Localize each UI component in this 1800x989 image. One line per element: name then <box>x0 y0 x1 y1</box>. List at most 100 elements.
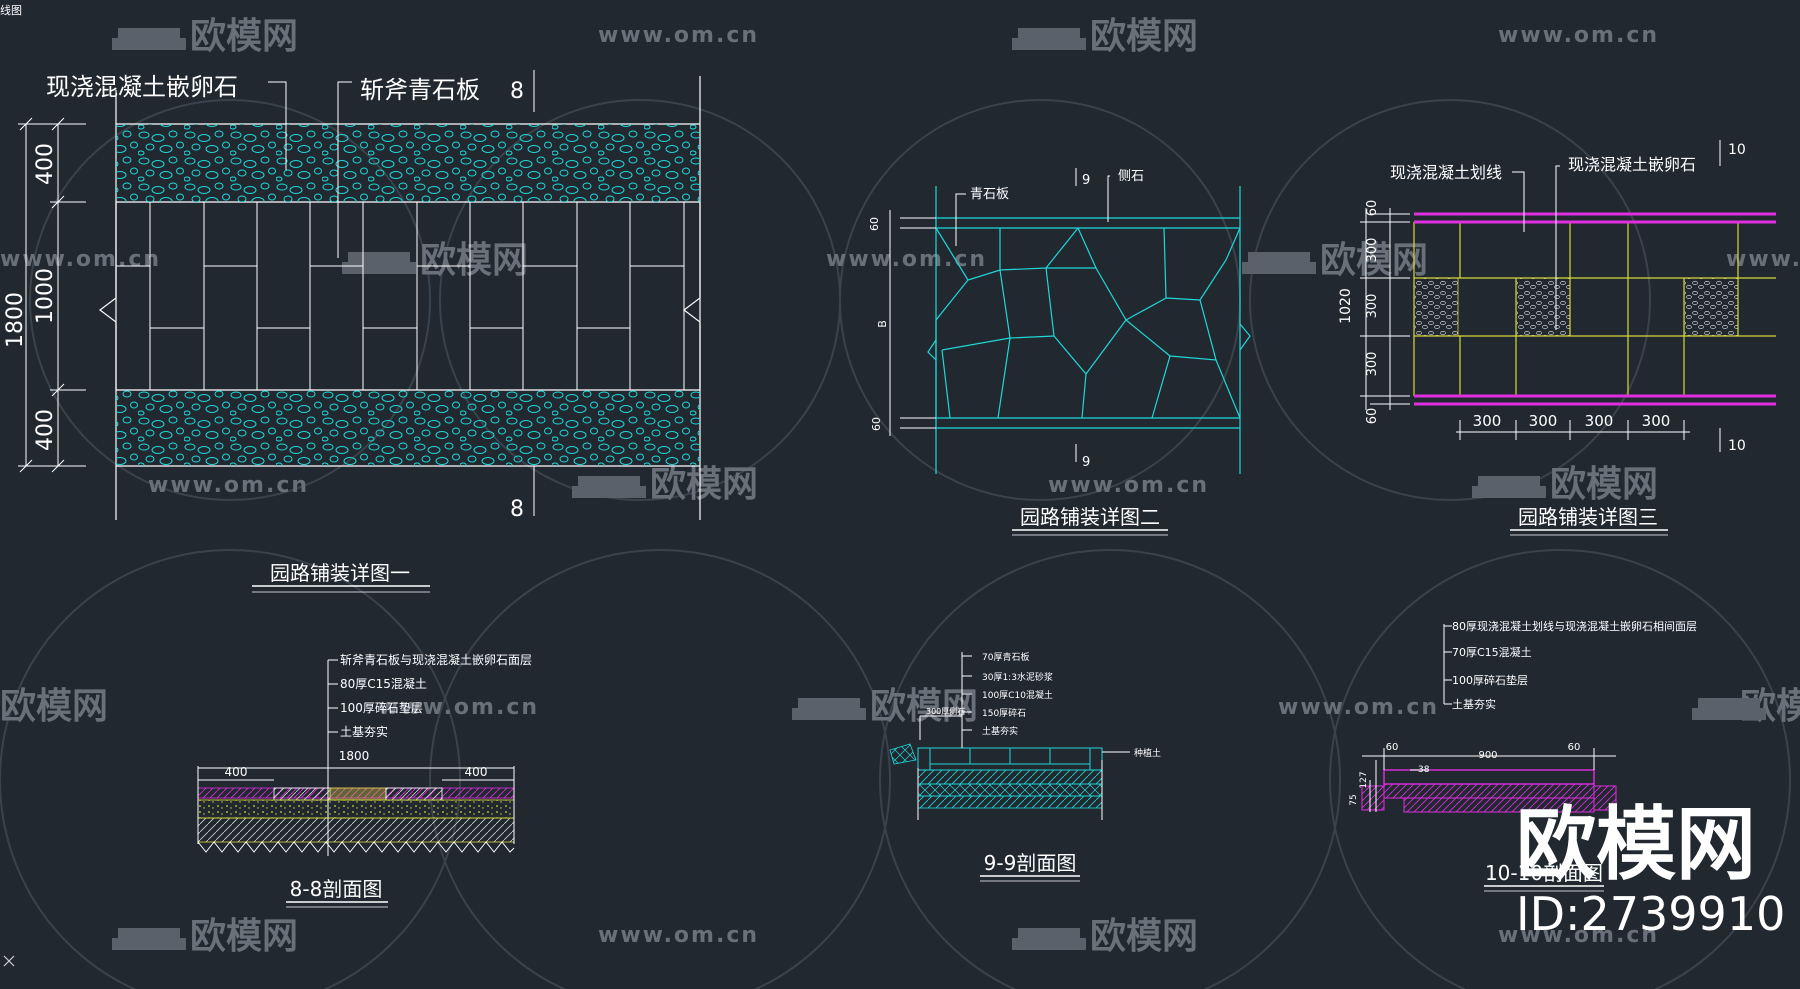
section-9-title: 9-9剖面图 <box>984 851 1077 875</box>
drawing-3-plan[interactable]: 现浇混凝土划线 现浇混凝土嵌卵石 10 10 1020 60 300 300 3… <box>1338 140 1776 536</box>
layer-label: 150厚碎石 <box>982 707 1026 719</box>
layer-label: 100厚C10混凝土 <box>982 689 1053 701</box>
watermark-url: www.om.cn <box>826 247 987 272</box>
dim-400-top: 400 <box>33 143 58 185</box>
layer-label: 70厚C15混凝土 <box>1452 645 1532 659</box>
concrete-grid <box>1413 222 1776 396</box>
flagstone-pattern <box>927 186 1251 474</box>
magenta-borders <box>1414 212 1776 406</box>
section-8-8[interactable]: 斩斧青石板与现浇混凝土嵌卵石面层 80厚C15混凝土 100厚碎石垫层 土基夯实… <box>197 652 532 908</box>
layer-label: 土基夯实 <box>1452 697 1496 711</box>
section-mark-8-bottom: 8 <box>510 497 524 522</box>
layer-label: 70厚青石板 <box>982 651 1029 663</box>
layer-label: 100厚碎石垫层 <box>340 700 423 715</box>
watermark-url: www.om.cn <box>1278 695 1439 720</box>
section-mark-10-top: 10 <box>1728 142 1746 158</box>
watermark-brand: 欧模网 <box>190 16 298 57</box>
dim-row-2: 300 <box>1365 238 1380 263</box>
watermark-brand: 欧模网 <box>1090 16 1198 57</box>
soil-label: 种植土 <box>1134 747 1161 759</box>
dim-1020: 1020 <box>1338 288 1354 324</box>
sofa-icon <box>1242 252 1316 274</box>
watermark-url: www.om.cn <box>1498 923 1659 948</box>
stone-slabs <box>116 202 685 390</box>
drawing-3-title: 园路铺装详图三 <box>1518 505 1658 529</box>
dim-row-4: 300 <box>1365 352 1380 377</box>
watermark-brand: 欧模网 <box>190 916 298 957</box>
layer-label: 斩斧青石板与现浇混凝土嵌卵石面层 <box>340 652 532 667</box>
dim-b: B <box>876 320 889 328</box>
watermark-brand: 欧模网 <box>420 240 528 281</box>
dimension-lines <box>18 117 86 473</box>
dim-col-3: 300 <box>1585 412 1614 430</box>
dim-400-left: 400 <box>225 765 248 779</box>
dim-127: 127 <box>1359 771 1369 788</box>
sofa-icon <box>112 28 186 50</box>
section-9-9[interactable]: 70厚青石板 30厚1:3水泥砂浆 100厚C10混凝土 150厚碎石 土基夯实… <box>889 651 1161 882</box>
sofa-icon <box>112 928 186 950</box>
watermark-url: www.om.cn <box>1498 23 1659 48</box>
label-curb: 侧石 <box>1118 169 1144 184</box>
curb-label: 300厚侧石 <box>926 706 965 716</box>
sofa-icon <box>1692 698 1766 720</box>
dim-60-top: 60 <box>868 217 881 231</box>
watermark-url: www.om.cn <box>598 23 759 48</box>
layer-label: 100厚碎石垫层 <box>1452 673 1528 687</box>
drawing-1-plan[interactable]: 现浇混凝土嵌卵石 斩斧青石板 8 8 1800 1000 400 400 园路铺… <box>3 70 701 593</box>
dim-900: 900 <box>1478 750 1497 761</box>
watermark-texts: 欧模网 欧模网 欧模网 欧模网 欧模网 欧模网 欧模网 欧模网 欧模网 欧模网 … <box>0 16 1800 957</box>
pebble-band-top <box>116 124 700 202</box>
dim-38: 38 <box>1418 765 1430 775</box>
sofa-icon <box>342 252 416 274</box>
section-mark-9-bottom: 9 <box>1082 455 1090 470</box>
id-text: ID:2739910 <box>1516 887 1785 941</box>
section-mark-8-top: 8 <box>510 79 524 104</box>
section-10-10[interactable]: 80厚现浇混凝土划线与现浇混凝土嵌卵石相间面层 70厚C15混凝土 100厚碎石… <box>1349 619 1697 892</box>
dim-col-4: 300 <box>1642 412 1671 430</box>
dim-400-right: 400 <box>465 765 488 779</box>
section-10-title: 10-10剖面图 <box>1485 861 1603 885</box>
dim-row-3: 300 <box>1365 294 1380 319</box>
watermark-url: www.om.cn <box>0 247 161 272</box>
watermark-url: www.om.cn <box>1726 247 1800 272</box>
big-watermark: 欧模网 ID:2739910 <box>1516 798 1785 941</box>
pebble-band-bottom <box>116 390 700 466</box>
dim-60-right: 60 <box>1568 742 1581 753</box>
layer-label: 30厚1:3水泥砂浆 <box>982 671 1053 683</box>
sofa-icon <box>1012 28 1086 50</box>
dim-1800: 1800 <box>339 749 370 763</box>
sofa-icon <box>792 698 866 720</box>
label-concrete-pebble: 现浇混凝土嵌卵石 <box>1568 155 1696 174</box>
watermark-brand: 欧模网 <box>0 686 108 727</box>
drawing-2-title: 园路铺装详图二 <box>1020 505 1160 529</box>
dim-row-5: 60 <box>1365 408 1380 425</box>
watermark-brand: 欧模网 <box>650 464 758 505</box>
watermark-sofa-icons <box>112 28 1766 950</box>
watermark-urls: www.om.cn www.om.cn www.om.cn www.om.cn … <box>0 23 1800 948</box>
sofa-icon <box>1012 928 1086 950</box>
sofa-icon <box>572 476 646 498</box>
close-icon[interactable] <box>3 955 15 967</box>
dim-1000: 1000 <box>33 268 58 324</box>
label-blue-stone: 青石板 <box>970 187 1009 202</box>
label-concrete-line: 现浇混凝土划线 <box>1390 163 1502 182</box>
section-8-title: 8-8剖面图 <box>290 877 383 901</box>
drawing-1-title: 园路铺装详图一 <box>270 561 410 585</box>
watermark-url: www.om.cn <box>598 923 759 948</box>
dim-60-left: 60 <box>1386 742 1399 753</box>
layer-label: 土基夯实 <box>340 724 388 739</box>
section-mark-10-bottom: 10 <box>1728 438 1746 454</box>
big-brand: 欧模网 <box>1516 798 1756 891</box>
dim-col-1: 300 <box>1473 412 1502 430</box>
layer-label: 80厚现浇混凝土划线与现浇混凝土嵌卵石相间面层 <box>1452 619 1697 633</box>
label-stone-slab: 斩斧青石板 <box>360 76 480 104</box>
dim-row-1: 60 <box>1365 200 1380 217</box>
sofa-icon <box>1472 476 1546 498</box>
drawing-2-plan[interactable]: 青石板 侧石 9 9 60 B 60 园路铺装详图二 <box>868 168 1251 536</box>
dim-60-bottom: 60 <box>870 417 883 431</box>
watermark-brand: 欧模网 <box>870 686 978 727</box>
watermark-url: www.om.cn <box>148 473 309 498</box>
watermark-url: www.om.cn <box>1048 473 1209 498</box>
dim-400-bottom: 400 <box>33 409 58 451</box>
